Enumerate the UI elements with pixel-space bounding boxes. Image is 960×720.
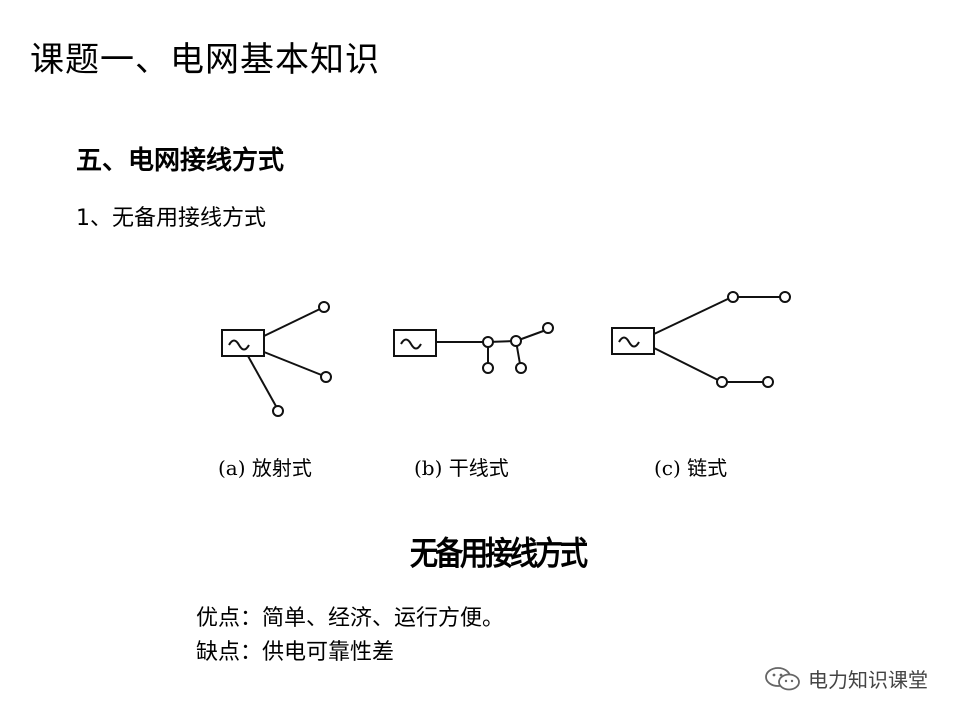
pros-text: 优点：简单、经济、运行方便。	[196, 606, 505, 631]
load-node	[318, 301, 330, 313]
generator-box-c	[611, 327, 655, 355]
bus-node	[482, 336, 494, 348]
figure-title: 无备用接线方式	[410, 534, 588, 573]
generator-wave-a	[228, 339, 250, 351]
load-node	[272, 405, 284, 417]
sub-heading: 1、无备用接线方式	[76, 206, 266, 231]
cons-text: 缺点：供电可靠性差	[196, 640, 395, 665]
load-node	[482, 362, 494, 374]
caption-radial: (a) 放射式	[218, 456, 312, 480]
section-heading: 五、电网接线方式	[76, 146, 285, 176]
caption-trunk: (b) 干线式	[414, 456, 509, 480]
caption-chain: (c) 链式	[654, 456, 728, 480]
load-node	[727, 291, 739, 303]
generator-box-a	[221, 329, 265, 357]
load-node	[320, 371, 332, 383]
load-node	[779, 291, 791, 303]
watermark-text: 电力知识课堂	[808, 668, 928, 692]
bus-node	[510, 335, 522, 347]
load-node	[515, 362, 527, 374]
generator-wave-c	[618, 336, 640, 348]
slide-title: 课题一、电网基本知识	[30, 40, 380, 80]
radial-diagram	[221, 301, 332, 417]
trunk-diagram	[393, 322, 554, 374]
load-node	[542, 322, 554, 334]
watermark: 电力知识课堂	[764, 664, 928, 693]
generator-box-b	[393, 329, 437, 357]
load-node	[716, 376, 728, 388]
generator-wave-b	[400, 338, 422, 350]
load-node	[762, 376, 774, 388]
chain-diagram	[611, 291, 791, 388]
wechat-icon	[765, 666, 800, 690]
